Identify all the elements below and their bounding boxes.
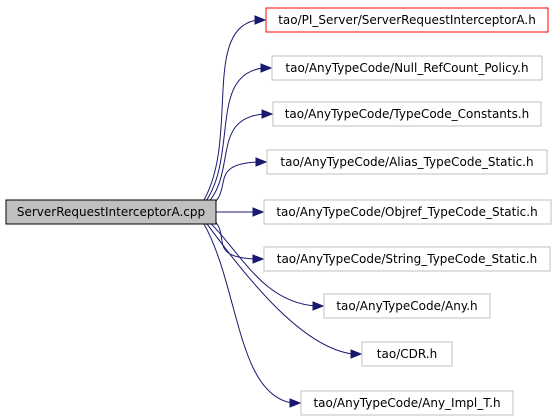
- dependency-edge: [203, 216, 316, 307]
- target-node-label: tao/CDR.h: [377, 347, 437, 361]
- target-node-alias-typecode-static-h[interactable]: tao/AnyTypeCode/Alias_TypeCode_Static.h: [266, 149, 548, 175]
- arrow-head-icon: [252, 207, 265, 217]
- target-node-any-h[interactable]: tao/AnyTypeCode/Any.h: [323, 293, 491, 319]
- arrow-head-icon: [255, 157, 268, 167]
- target-node-box: [263, 246, 551, 272]
- target-node-box: [323, 293, 491, 319]
- target-node-label: tao/AnyTypeCode/TypeCode_Constants.h: [285, 107, 530, 121]
- dependency-edge: [203, 19, 258, 201]
- arrow-head-icon: [261, 109, 274, 119]
- source-node-box: [5, 199, 217, 225]
- target-node-label: tao/AnyTypeCode/Null_RefCount_Policy.h: [285, 61, 528, 75]
- target-node-string-typecode-static-h[interactable]: tao/AnyTypeCode/String_TypeCode_Static.h: [263, 246, 551, 272]
- target-node-box: [300, 390, 514, 416]
- target-node-label: tao/AnyTypeCode/String_TypeCode_Static.h: [277, 252, 538, 266]
- arrow-head-icon: [289, 398, 302, 408]
- target-node-label: tao/AnyTypeCode/Objref_TypeCode_Static.h: [276, 205, 537, 219]
- dependency-edge: [203, 219, 354, 355]
- arrow-head-icon: [312, 301, 325, 311]
- target-node-box: [266, 149, 548, 175]
- target-node-box: [265, 7, 549, 33]
- target-node-null-refcount-policy-h[interactable]: tao/AnyTypeCode/Null_RefCount_Policy.h: [271, 55, 543, 81]
- target-node-label: tao/AnyTypeCode/Alias_TypeCode_Static.h: [280, 155, 533, 169]
- arrow-head-icon: [254, 15, 267, 25]
- dependency-edge: [203, 113, 265, 208]
- arrow-head-icon: [252, 254, 265, 264]
- nodes-layer: ServerRequestInterceptorA.cpp tao/PI_Ser…: [5, 7, 552, 416]
- target-node-label: tao/PI_Server/ServerRequestInterceptorA.…: [278, 13, 536, 27]
- target-node-typecode-constants-h[interactable]: tao/AnyTypeCode/TypeCode_Constants.h: [272, 101, 542, 127]
- target-node-box: [271, 55, 543, 81]
- target-node-any-impl-t-h[interactable]: tao/AnyTypeCode/Any_Impl_T.h: [300, 390, 514, 416]
- target-node-label: tao/AnyTypeCode/Any_Impl_T.h: [313, 396, 500, 410]
- target-node-box: [263, 199, 552, 225]
- target-node-box: [361, 341, 453, 367]
- arrow-head-icon: [260, 63, 273, 73]
- dependency-edge: [203, 223, 293, 404]
- arrow-head-icon: [350, 349, 363, 359]
- source-node-label: ServerRequestInterceptorA.cpp: [17, 205, 205, 219]
- target-node-objref-typecode-static-h[interactable]: tao/AnyTypeCode/Objref_TypeCode_Static.h: [263, 199, 552, 225]
- target-node-label: tao/AnyTypeCode/Any.h: [336, 299, 477, 313]
- target-node-box: [272, 101, 542, 127]
- source-node[interactable]: ServerRequestInterceptorA.cpp: [5, 199, 217, 225]
- edges-layer: [203, 15, 363, 408]
- dependency-edge: [203, 67, 264, 205]
- target-node-server-request-interceptor-a-h[interactable]: tao/PI_Server/ServerRequestInterceptorA.…: [265, 7, 549, 33]
- target-node-cdr-h[interactable]: tao/CDR.h: [361, 341, 453, 367]
